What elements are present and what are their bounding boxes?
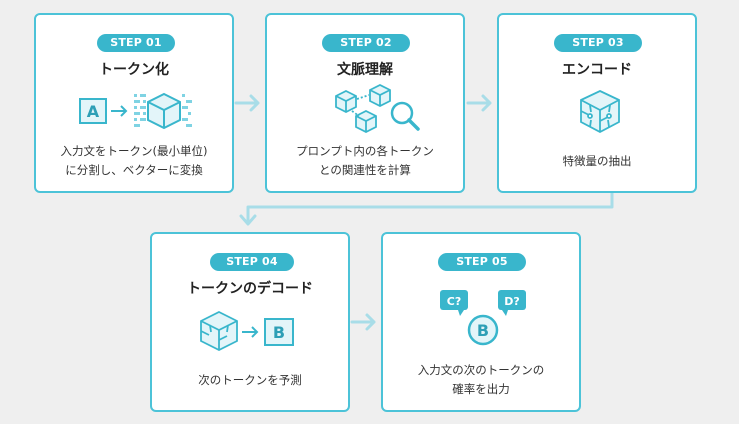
arrow-right-icon — [234, 94, 260, 112]
arrow-right-icon — [242, 326, 259, 338]
binary-cube-icon — [134, 92, 192, 130]
arrow-right-icon — [466, 94, 492, 112]
desc-line: 特徴量の抽出 — [562, 154, 632, 168]
step-title: トークン化 — [99, 62, 169, 78]
bubble-label: D? — [504, 295, 520, 308]
desc-line: 入力文をトークン(最小単位) — [60, 144, 208, 158]
step-card-02: STEP 02 文脈理解 プロンプト内の各トークン との関連性を計算 — [265, 13, 465, 193]
puzzle-cube-icon — [580, 90, 620, 134]
connected-cubes-icon — [335, 83, 391, 134]
decode-icon: B — [200, 310, 294, 352]
desc-line: との関連性を計算 — [319, 163, 411, 177]
step-description: 入力文の次のトークンの 確率を出力 — [383, 361, 579, 399]
step-badge: STEP 05 — [438, 253, 526, 271]
step-badge: STEP 04 — [210, 253, 294, 271]
step-description: 特徴量の抽出 — [499, 152, 695, 171]
letter-box-icon: B — [264, 318, 294, 346]
step-title: 文脈理解 — [337, 62, 393, 78]
step-card-05: STEP 05 C? D? B 入力文の次のトークンの 確率を出力 — [381, 232, 581, 412]
desc-line: 次のトークンを予測 — [198, 373, 302, 387]
step-badge: STEP 01 — [97, 34, 175, 52]
speech-bubble-icon: D? — [498, 290, 526, 316]
context-icon — [335, 83, 420, 134]
step-badge: STEP 03 — [554, 34, 642, 52]
step-card-04: STEP 04 トークンのデコード B 次のトークンを予測 — [150, 232, 350, 412]
step-description: 入力文をトークン(最小単位) に分割し、ベクターに変換 — [36, 142, 232, 180]
step-badge: STEP 02 — [322, 34, 410, 52]
step-card-03: STEP 03 エンコード 特徴量の抽出 — [497, 13, 697, 193]
letter-box-icon: A — [79, 98, 107, 124]
desc-line: プロンプト内の各トークン — [296, 144, 434, 158]
magnifier-icon — [390, 101, 420, 131]
desc-line: 入力文の次のトークンの — [417, 363, 545, 377]
step-title: エンコード — [562, 62, 632, 78]
probability-icon: C? D? B — [440, 290, 526, 346]
bubble-label: C? — [447, 295, 461, 308]
arrow-right-icon — [111, 105, 128, 117]
letter-a: A — [87, 102, 100, 121]
speech-bubble-icon: C? — [440, 290, 468, 316]
elbow-arrow-icon — [239, 190, 614, 226]
letter-b: B — [273, 323, 285, 342]
circle-letter-icon: B — [467, 314, 499, 346]
step-card-01: STEP 01 トークン化 A 入力文をトークン(最小単位) に分割し、ベクター… — [34, 13, 234, 193]
step-description: プロンプト内の各トークン との関連性を計算 — [267, 142, 463, 180]
arrow-right-icon — [350, 313, 376, 331]
desc-line: に分割し、ベクターに変換 — [65, 163, 203, 177]
puzzle-cube-icon — [200, 310, 238, 352]
letter-b: B — [477, 321, 489, 340]
step-description: 次のトークンを予測 — [152, 371, 348, 390]
step-title: トークンのデコード — [187, 281, 313, 297]
tokenization-icon: A — [79, 92, 192, 130]
desc-line: 確率を出力 — [452, 382, 510, 396]
